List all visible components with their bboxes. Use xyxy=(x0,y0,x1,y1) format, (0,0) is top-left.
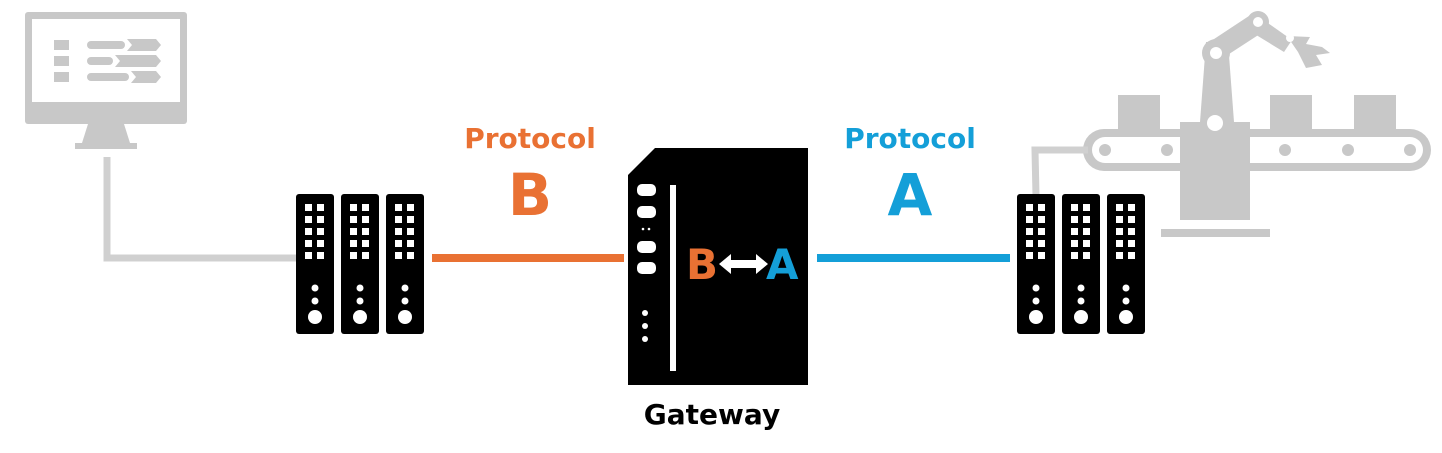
server-unit-icon xyxy=(1062,194,1100,334)
server-unit-icon xyxy=(296,194,334,334)
protocol-b-title: Protocol xyxy=(464,122,596,155)
server-unit-icon xyxy=(1017,194,1055,334)
right-server-rack-icon xyxy=(1017,194,1145,334)
protocol-a-title: Protocol xyxy=(844,122,976,155)
double-arrow-icon xyxy=(719,254,768,274)
robot-arm-conveyor-icon xyxy=(1083,11,1431,237)
factory-connector-line xyxy=(1031,146,1088,197)
server-unit-icon xyxy=(341,194,379,334)
monitor-connector-line xyxy=(103,157,298,262)
gateway-from-letter: B xyxy=(686,240,719,289)
server-unit-icon xyxy=(386,194,424,334)
gateway-label: Gateway xyxy=(643,398,781,431)
protocol-b-letter: B xyxy=(507,161,553,229)
gateway-to-letter: A xyxy=(766,240,799,289)
left-server-rack-icon xyxy=(296,194,424,334)
gateway-device-icon xyxy=(628,148,808,385)
server-unit-icon xyxy=(1107,194,1145,334)
protocol-a-letter: A xyxy=(887,161,933,229)
monitor-icon xyxy=(25,12,187,149)
